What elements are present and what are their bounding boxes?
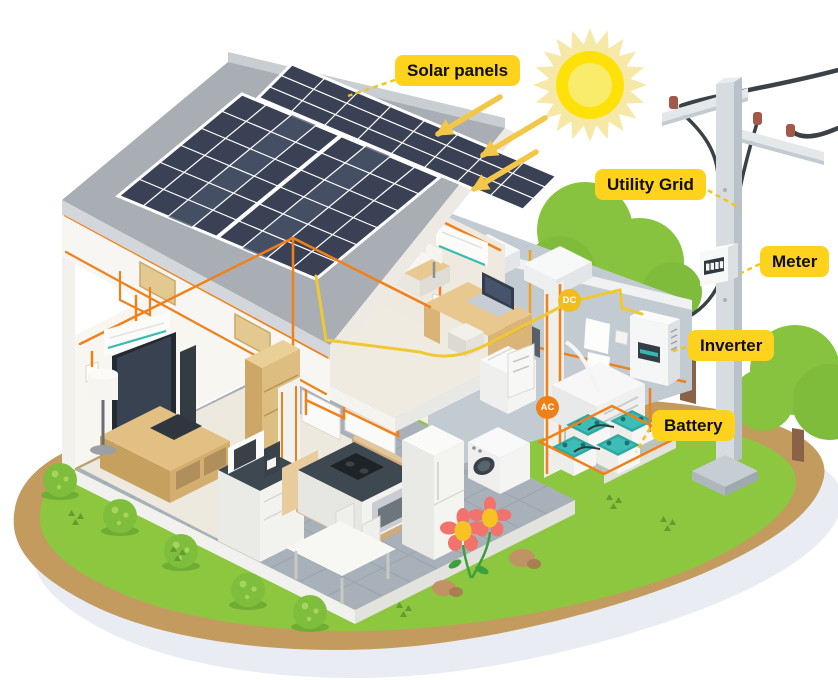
washing-machine bbox=[468, 427, 530, 494]
label-utility-grid: Utility Grid bbox=[595, 169, 706, 200]
breaker-panel bbox=[507, 343, 535, 399]
floor-lamp bbox=[88, 368, 118, 455]
rocks bbox=[432, 549, 541, 597]
laptop bbox=[466, 272, 516, 317]
label-inverter: Inverter bbox=[688, 330, 775, 361]
dining-table bbox=[286, 502, 396, 604]
dc-wire-badge: DC bbox=[558, 289, 581, 312]
ac-wire-badge: AC bbox=[536, 396, 559, 419]
coffee-maker bbox=[264, 441, 280, 478]
insulators bbox=[669, 96, 795, 137]
utility-pole bbox=[646, 67, 838, 496]
label-battery: Battery bbox=[652, 410, 735, 441]
house bbox=[62, 52, 692, 624]
cooktop bbox=[330, 453, 384, 480]
appliance-cable bbox=[564, 340, 600, 393]
label-meter: Meter bbox=[760, 246, 830, 277]
kitchen-counter bbox=[298, 442, 418, 544]
meter-box bbox=[700, 243, 738, 286]
label-solar-panels: Solar panels bbox=[395, 55, 521, 86]
sunlight-arrows bbox=[434, 94, 548, 192]
wall-outlet bbox=[614, 329, 629, 346]
living-wiring bbox=[78, 236, 432, 368]
flowers bbox=[440, 496, 512, 579]
label-leaders bbox=[347, 78, 761, 453]
inverter-box bbox=[630, 310, 680, 386]
battery-bank bbox=[552, 410, 654, 476]
sun bbox=[533, 28, 647, 142]
roof bbox=[62, 52, 560, 360]
stool bbox=[448, 323, 484, 357]
tv-bench bbox=[100, 406, 230, 503]
solar-array-main bbox=[115, 92, 443, 281]
microwave bbox=[228, 430, 264, 474]
wall-notes bbox=[584, 318, 610, 354]
oven-window bbox=[378, 497, 402, 529]
living-room bbox=[78, 236, 432, 503]
bedroom-ac-unit bbox=[436, 222, 488, 267]
bedside-lamp bbox=[426, 242, 442, 278]
living-ac-unit bbox=[104, 312, 170, 356]
